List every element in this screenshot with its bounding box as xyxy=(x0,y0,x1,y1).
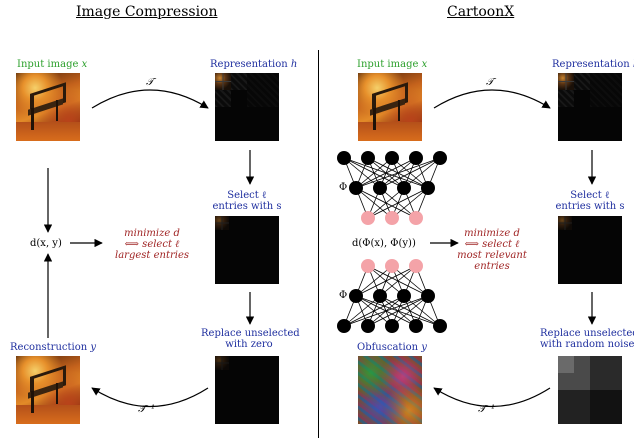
network-bottom-edge xyxy=(391,295,429,327)
left-title: Image Compression xyxy=(76,4,218,20)
network-bottom-node xyxy=(373,289,387,303)
network-top-edge xyxy=(367,187,405,219)
right-transform-arrow xyxy=(433,89,551,109)
left-reconstruction-label: Reconstruction y xyxy=(10,342,96,353)
network-bottom-node xyxy=(385,319,399,333)
network-top-node xyxy=(385,211,399,225)
network-top-edge xyxy=(355,157,441,189)
network-bottom-edge xyxy=(367,295,429,327)
left-transform-arrow xyxy=(91,89,209,109)
network-bottom-node xyxy=(361,319,375,333)
network-top xyxy=(337,151,447,225)
network-top-edge xyxy=(391,187,429,219)
network-bottom-edge xyxy=(355,265,417,297)
network-bottom-node xyxy=(421,289,435,303)
network-top-node xyxy=(397,181,411,195)
network-bottom-node xyxy=(409,319,423,333)
right-selected-image xyxy=(558,216,622,284)
right-representation-image xyxy=(558,73,622,141)
network-bottom-edge xyxy=(343,295,405,327)
right-network-label-top: Φ xyxy=(339,182,348,193)
left-representation-label: Representation h xyxy=(210,59,298,70)
network-top-node xyxy=(421,181,435,195)
right-replace-label: Replace unselected with random noise xyxy=(540,328,634,350)
network-top-node xyxy=(337,151,351,165)
left-distance-label: d(x, y) xyxy=(30,238,62,249)
right-inverse-transform-label: 𝒯⁻¹ xyxy=(478,404,495,415)
network-top-edge xyxy=(403,157,441,189)
network-bottom xyxy=(337,259,447,333)
right-input-image xyxy=(358,73,422,141)
right-obfuscation-image xyxy=(358,356,422,424)
right-obfuscation-label: Obfuscation y xyxy=(357,342,427,353)
left-objective-text: minimize d ⟺ select ℓ largest entries xyxy=(115,228,189,261)
network-bottom-node xyxy=(385,259,399,273)
right-representation-label: Representation h xyxy=(552,59,634,70)
left-input-label: Input image x xyxy=(17,59,88,70)
network-top-node xyxy=(385,151,399,165)
network-top-node xyxy=(409,211,423,225)
right-select-label: Select ℓ entries with s xyxy=(555,190,625,212)
right-network-label-bottom: Φ xyxy=(339,290,348,301)
left-inverse-transform-label: 𝒯⁻¹ xyxy=(138,404,155,415)
network-bottom-edge xyxy=(355,265,393,297)
left-reconstruction-image xyxy=(16,356,80,424)
network-bottom-node xyxy=(433,319,447,333)
network-top-node xyxy=(361,211,375,225)
left-selected-image xyxy=(215,216,279,284)
right-replaced-image xyxy=(558,356,622,424)
left-replace-label: Replace unselected with zero xyxy=(201,328,300,350)
left-input-image xyxy=(16,73,80,141)
network-top-edge xyxy=(355,157,393,189)
network-bottom-node xyxy=(361,259,375,273)
network-top-node xyxy=(433,151,447,165)
left-representation-image xyxy=(215,73,279,141)
right-objective-text: minimize d ⟺ select ℓ most relevant entr… xyxy=(457,228,527,272)
right-transform-label: 𝒯 xyxy=(486,77,494,88)
network-top-edge xyxy=(379,157,441,189)
left-inverse-arrow xyxy=(91,387,209,408)
right-distance-label: d(Φ(x), Φ(y)) xyxy=(352,238,416,249)
network-top-node xyxy=(373,181,387,195)
network-top-edge xyxy=(355,157,417,189)
left-select-label: Select ℓ entries with s xyxy=(212,190,282,212)
network-top-node xyxy=(349,181,363,195)
network-bottom-edge xyxy=(379,265,417,297)
network-bottom-edge xyxy=(343,295,381,327)
network-bottom-node xyxy=(397,289,411,303)
right-title: CartoonX xyxy=(447,4,515,20)
network-top-node xyxy=(361,151,375,165)
network-top-node xyxy=(409,151,423,165)
left-replaced-image xyxy=(215,356,279,424)
panel-divider xyxy=(318,50,319,438)
right-input-label: Input image x xyxy=(357,59,428,70)
network-top-edge xyxy=(367,187,429,219)
left-transform-label: 𝒯 xyxy=(146,77,154,88)
network-bottom-edge xyxy=(343,295,429,327)
right-inverse-arrow xyxy=(433,387,551,408)
network-bottom-node xyxy=(409,259,423,273)
network-bottom-node xyxy=(349,289,363,303)
network-bottom-node xyxy=(337,319,351,333)
